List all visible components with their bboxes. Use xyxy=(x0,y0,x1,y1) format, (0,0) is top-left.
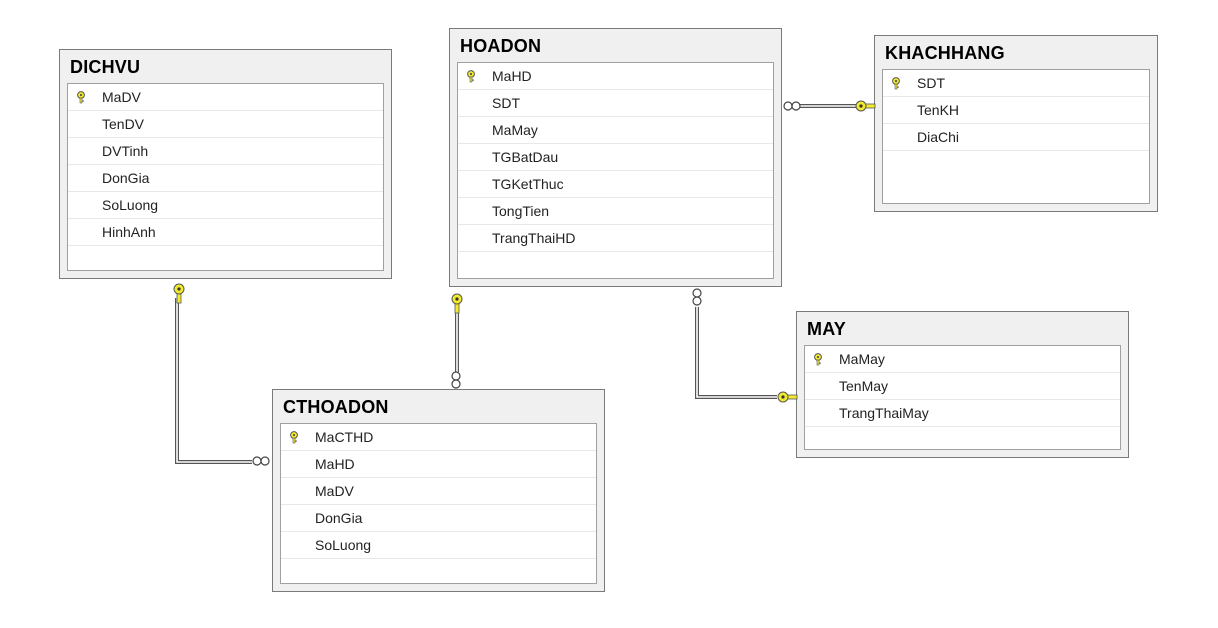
column-name: TenKH xyxy=(917,102,960,118)
infinity-endpoint-icon xyxy=(692,288,702,306)
table-title: CTHOADON xyxy=(283,397,389,417)
column-name: TrangThaiHD xyxy=(492,230,576,246)
column-row[interactable]: MaMay xyxy=(458,117,773,144)
relationship-dichvu-cthoadon[interactable] xyxy=(175,298,252,464)
key-endpoint-icon xyxy=(855,100,876,112)
column-name: HinhAnh xyxy=(102,224,156,240)
column-row[interactable]: MaMay xyxy=(805,346,1120,373)
column-row[interactable]: MaCTHD xyxy=(281,424,596,451)
key-endpoint-icon xyxy=(777,391,798,403)
key-endpoint-icon xyxy=(173,283,185,304)
column-name: DonGia xyxy=(315,510,363,526)
column-row[interactable]: TenMay xyxy=(805,373,1120,400)
column-grid: SDT TenKH DiaChi xyxy=(882,69,1150,204)
column-row[interactable]: TrangThaiMay xyxy=(805,400,1120,427)
column-name: TrangThaiMay xyxy=(839,405,929,421)
column-row[interactable]: SoLuong xyxy=(281,532,596,559)
column-name: SDT xyxy=(492,95,520,111)
column-row[interactable]: TenKH xyxy=(883,97,1149,124)
primary-key-icon xyxy=(458,63,484,89)
column-row[interactable]: MaDV xyxy=(281,478,596,505)
table-title: DICHVU xyxy=(70,57,141,77)
column-name: MaDV xyxy=(315,483,354,499)
column-name: MaDV xyxy=(102,89,141,105)
column-row[interactable]: SDT xyxy=(458,90,773,117)
column-name: SoLuong xyxy=(102,197,159,213)
primary-key-icon xyxy=(883,70,909,96)
primary-key-icon xyxy=(281,424,307,450)
column-row[interactable]: TenDV xyxy=(68,111,383,138)
column-name: TGKetThuc xyxy=(492,176,564,192)
column-name: MaHD xyxy=(315,456,355,472)
relationship-hoadon-may[interactable] xyxy=(695,307,777,399)
column-row[interactable]: HinhAnh xyxy=(68,219,383,246)
column-name: TGBatDau xyxy=(492,149,559,165)
column-row[interactable]: DiaChi xyxy=(883,124,1149,151)
table-title: KHACHHANG xyxy=(885,43,1005,63)
infinity-endpoint-icon xyxy=(252,456,270,466)
column-row[interactable]: TongTien xyxy=(458,198,773,225)
table-title: HOADON xyxy=(460,36,542,56)
column-row[interactable]: TGBatDau xyxy=(458,144,773,171)
column-row[interactable]: DonGia xyxy=(68,165,383,192)
table-khachhang[interactable]: KHACHHANG SDT TenKH DiaChi xyxy=(874,35,1158,212)
table-title: MAY xyxy=(807,319,846,339)
primary-key-icon xyxy=(68,84,94,110)
column-name: TenDV xyxy=(102,116,145,132)
column-row[interactable]: MaHD xyxy=(458,63,773,90)
column-name: TongTien xyxy=(492,203,550,219)
column-name: MaMay xyxy=(492,122,538,138)
column-name: TenMay xyxy=(839,378,889,394)
column-row[interactable]: SoLuong xyxy=(68,192,383,219)
column-name: DiaChi xyxy=(917,129,960,145)
column-row[interactable]: TrangThaiHD xyxy=(458,225,773,252)
column-row[interactable]: SDT xyxy=(883,70,1149,97)
column-name: SDT xyxy=(917,75,945,91)
column-name: MaHD xyxy=(492,68,532,84)
column-row[interactable]: DonGia xyxy=(281,505,596,532)
column-name: MaMay xyxy=(839,351,885,367)
column-row[interactable]: MaDV xyxy=(68,84,383,111)
primary-key-icon xyxy=(805,346,831,372)
column-row[interactable]: TGKetThuc xyxy=(458,171,773,198)
column-row[interactable]: MaHD xyxy=(281,451,596,478)
column-name: DVTinh xyxy=(102,143,149,159)
column-row[interactable]: DVTinh xyxy=(68,138,383,165)
column-name: MaCTHD xyxy=(315,429,374,445)
key-endpoint-icon xyxy=(451,293,463,314)
infinity-endpoint-icon xyxy=(783,101,801,111)
column-name: DonGia xyxy=(102,170,150,186)
infinity-endpoint-icon xyxy=(451,371,461,389)
column-name: SoLuong xyxy=(315,537,372,553)
